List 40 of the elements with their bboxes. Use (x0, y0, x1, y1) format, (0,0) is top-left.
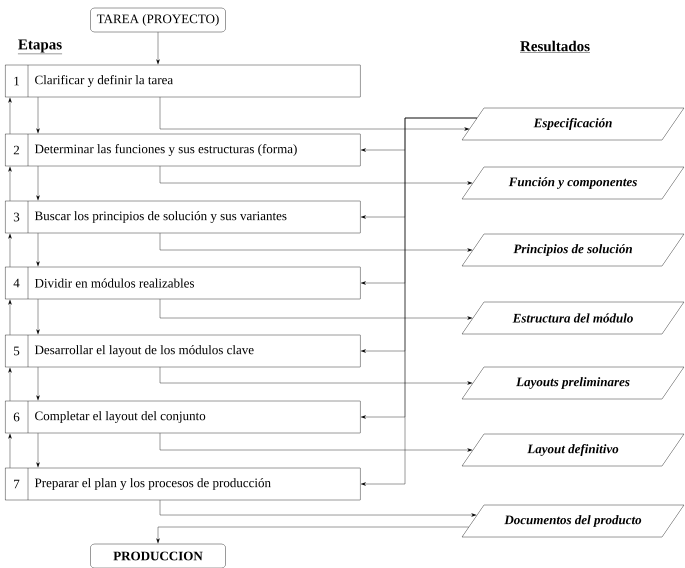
step-box: 7 Preparar el plan y los procesos de producción (5, 468, 360, 500)
arrow (160, 299, 472, 320)
arrow (8, 434, 12, 468)
arrow (36, 433, 40, 468)
arrow (156, 526, 469, 544)
step-box: 6 Completar el layout del conjunto (5, 400, 360, 434)
arrow (8, 368, 12, 401)
result-parallelogram: Layout definitivo (462, 434, 684, 466)
arrow (36, 299, 40, 334)
heading: Resultados (520, 40, 590, 53)
terminal-box: TAREA (PROYECTO) (90, 8, 226, 32)
arrow (360, 118, 477, 486)
arrow (36, 166, 40, 200)
arrow (160, 433, 472, 452)
result-parallelogram: Layouts preliminares (462, 366, 684, 400)
result-parallelogram: Especificación (462, 108, 684, 140)
step-box: 4 Dividir en módulos realizables (5, 266, 360, 300)
arrow (8, 300, 12, 335)
result-parallelogram: Documentos del producto (462, 504, 684, 538)
arrow (8, 234, 12, 267)
arrow (36, 233, 40, 266)
arrow (36, 97, 40, 134)
arrow (8, 98, 12, 134)
result-parallelogram: Estructura del módulo (462, 302, 684, 334)
terminal-box: PRODUCCION (90, 544, 226, 568)
arrow (156, 32, 160, 64)
step-box: 3 Buscar los principios de solución y sus variantes (5, 200, 360, 234)
arrow (160, 97, 470, 131)
result-parallelogram: Principios de solución (462, 234, 684, 266)
arrow (160, 367, 472, 385)
arrow (160, 166, 472, 185)
arrow (160, 233, 472, 252)
step-box: 1 Clarificar y definir la tarea (5, 64, 360, 98)
arrow (36, 367, 40, 400)
heading: Etapas (18, 40, 62, 54)
step-box: 2 Determinar las funciones y sus estructuras (forma) (5, 134, 360, 166)
arrow (160, 500, 476, 517)
result-parallelogram: Función y componentes (462, 166, 684, 200)
arrow (8, 166, 12, 201)
step-box: 5 Desarrollar el layout de los módulos clave (5, 334, 360, 368)
